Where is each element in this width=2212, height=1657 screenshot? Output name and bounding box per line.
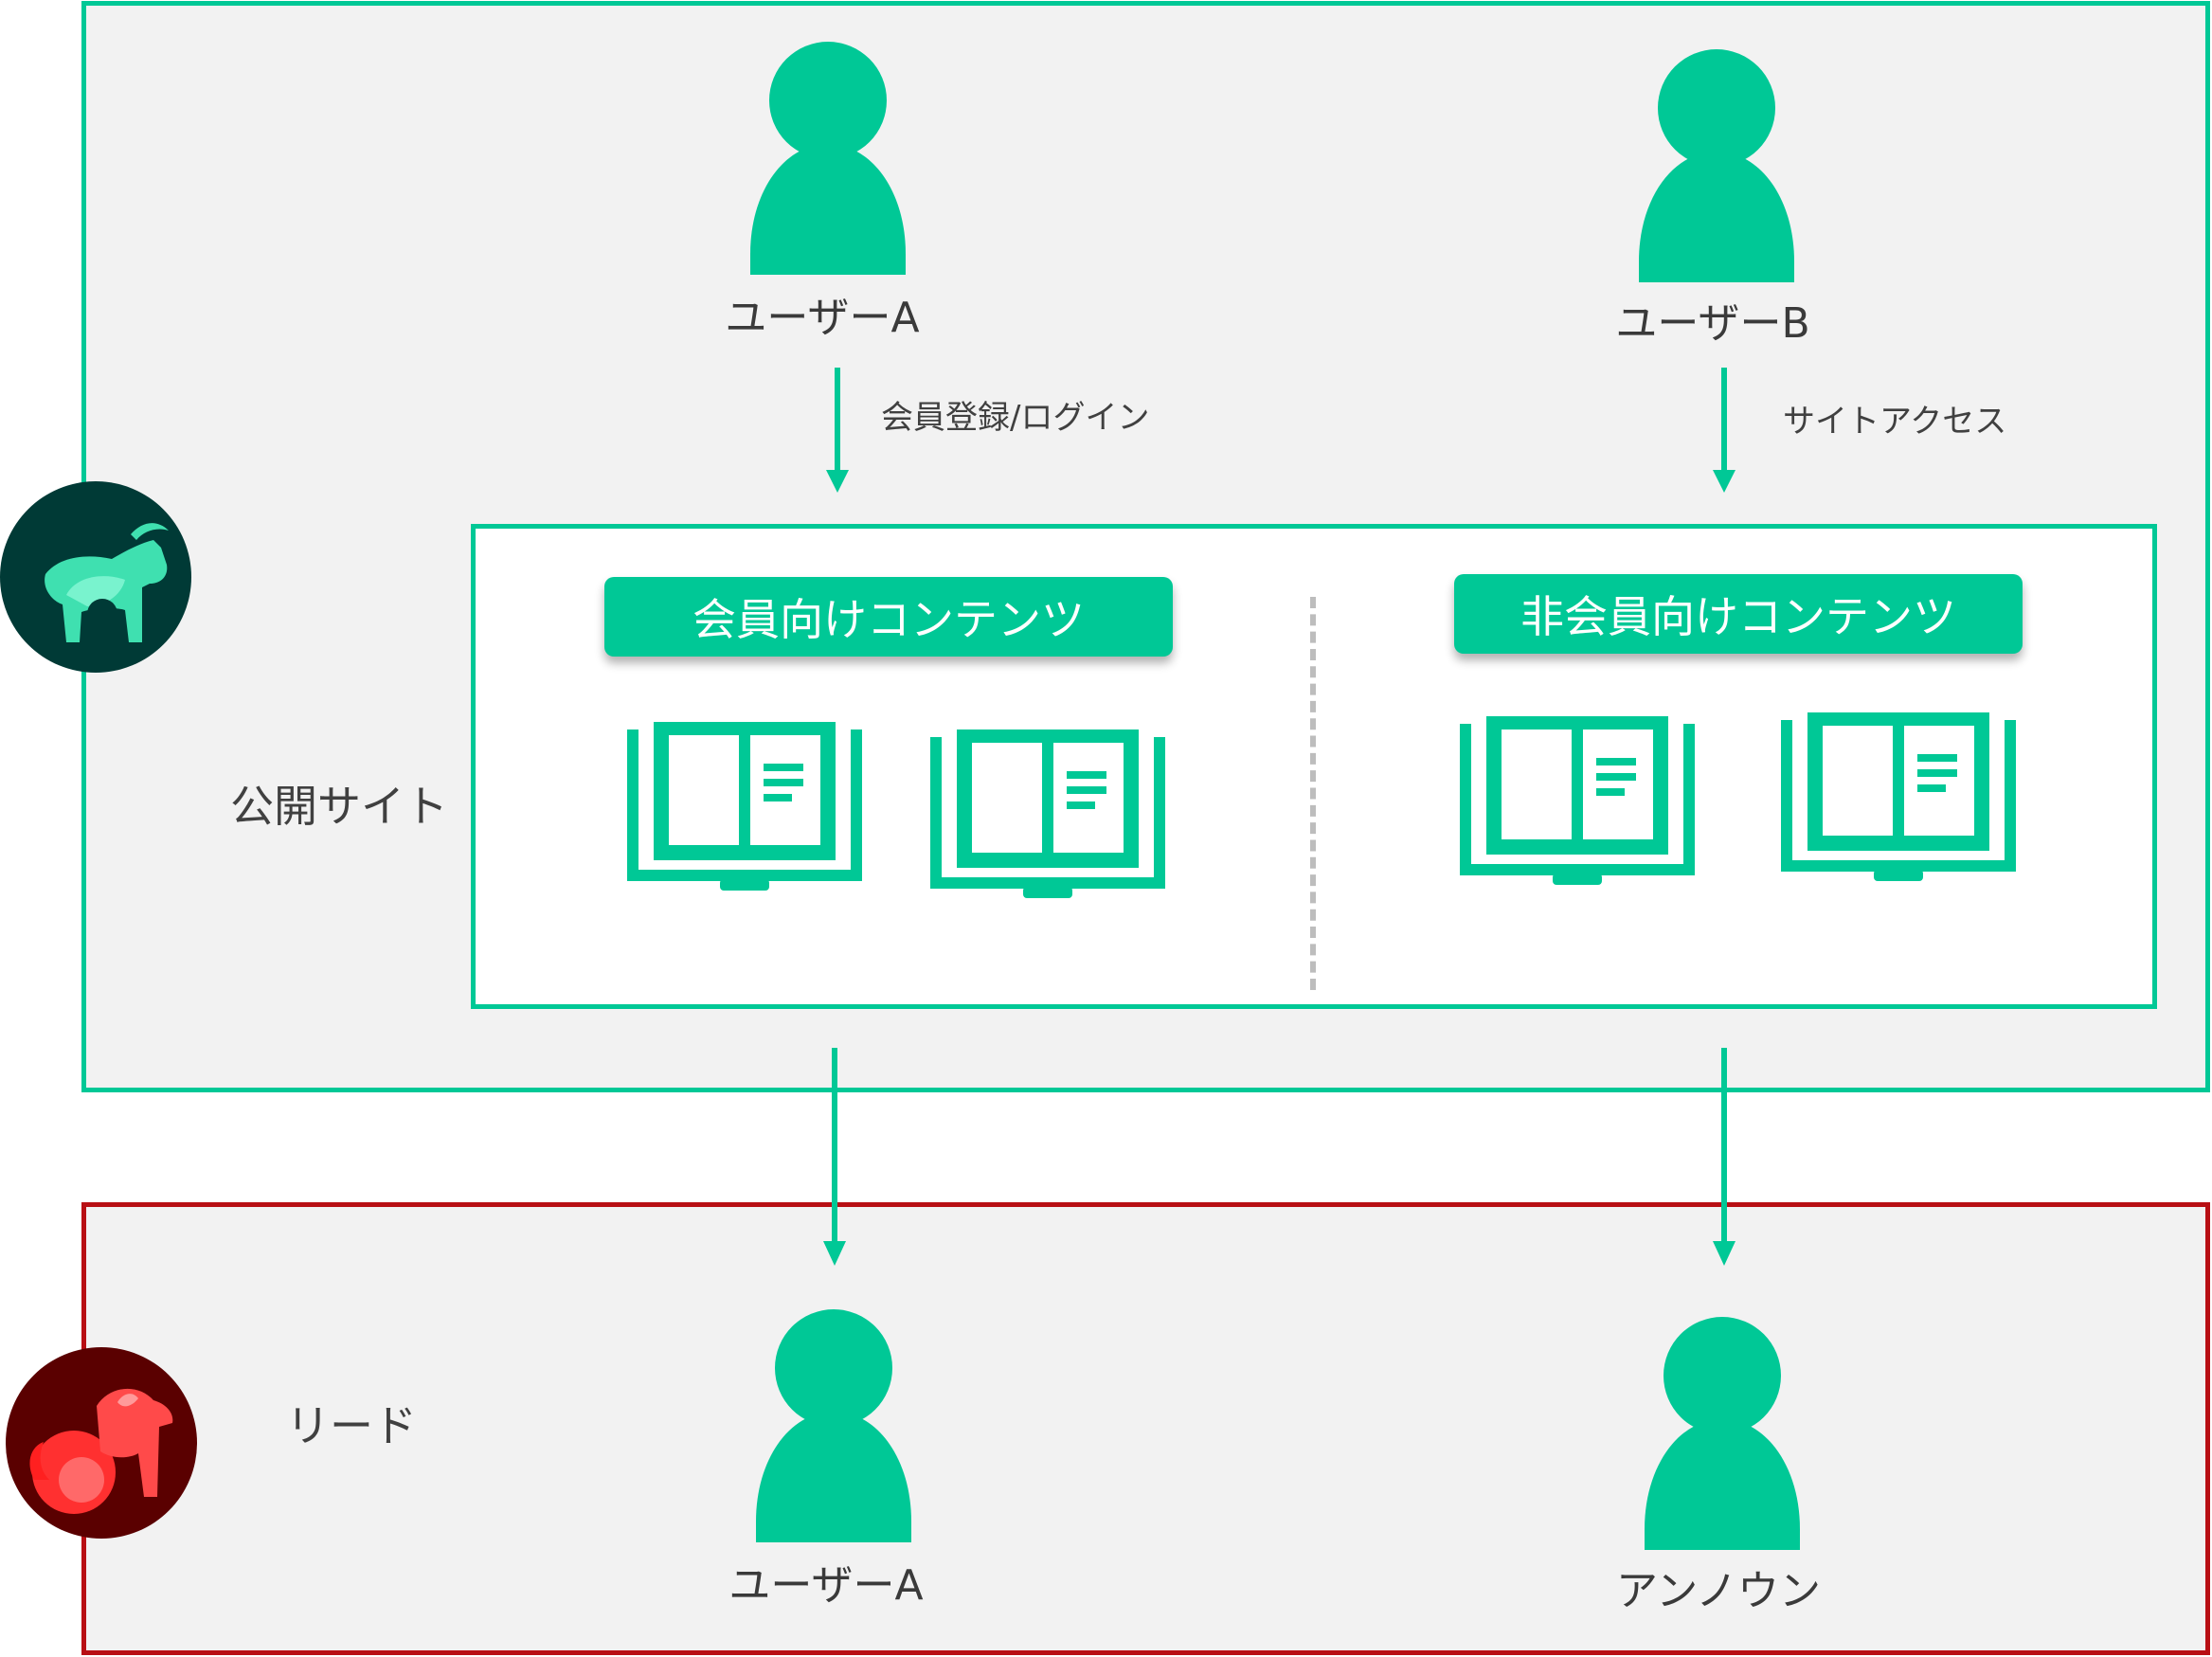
non-member-content-pill: 非会員向けコンテンツ [1454,574,2023,654]
book-icon [1460,716,1695,885]
unknown-label: アンノウン [1615,1567,1822,1615]
access-action-label: サイトアクセス [1783,403,2007,441]
dog-logo-icon [6,1347,197,1539]
unknown-person-icon [1645,1317,1800,1550]
book-icon [930,729,1165,898]
arrow-user-a-to-site [826,368,849,493]
arrow-user-b-to-site [1713,368,1735,493]
book-icon [1781,712,2016,881]
login-action-label: 会員登録/ログイン [881,399,1150,437]
lead-user-a-label: ユーザーA [728,1561,924,1610]
user-b-person-icon [1639,49,1794,282]
goat-logo-icon [0,481,191,673]
book-icon [627,722,862,891]
lead-label: リード [286,1400,417,1451]
arrow-site-to-lead-a [823,1048,846,1266]
section-divider [1310,597,1316,990]
member-content-pill: 会員向けコンテンツ [604,577,1173,657]
lead-user-a-person-icon [756,1309,911,1542]
arrow-site-to-unknown [1713,1048,1735,1266]
user-a-person-icon [750,42,906,275]
public-site-label: 公開サイト [230,781,448,832]
lead-panel [81,1202,2210,1655]
user-a-label: ユーザーA [725,294,920,342]
user-b-label: ユーザーB [1615,299,1810,348]
